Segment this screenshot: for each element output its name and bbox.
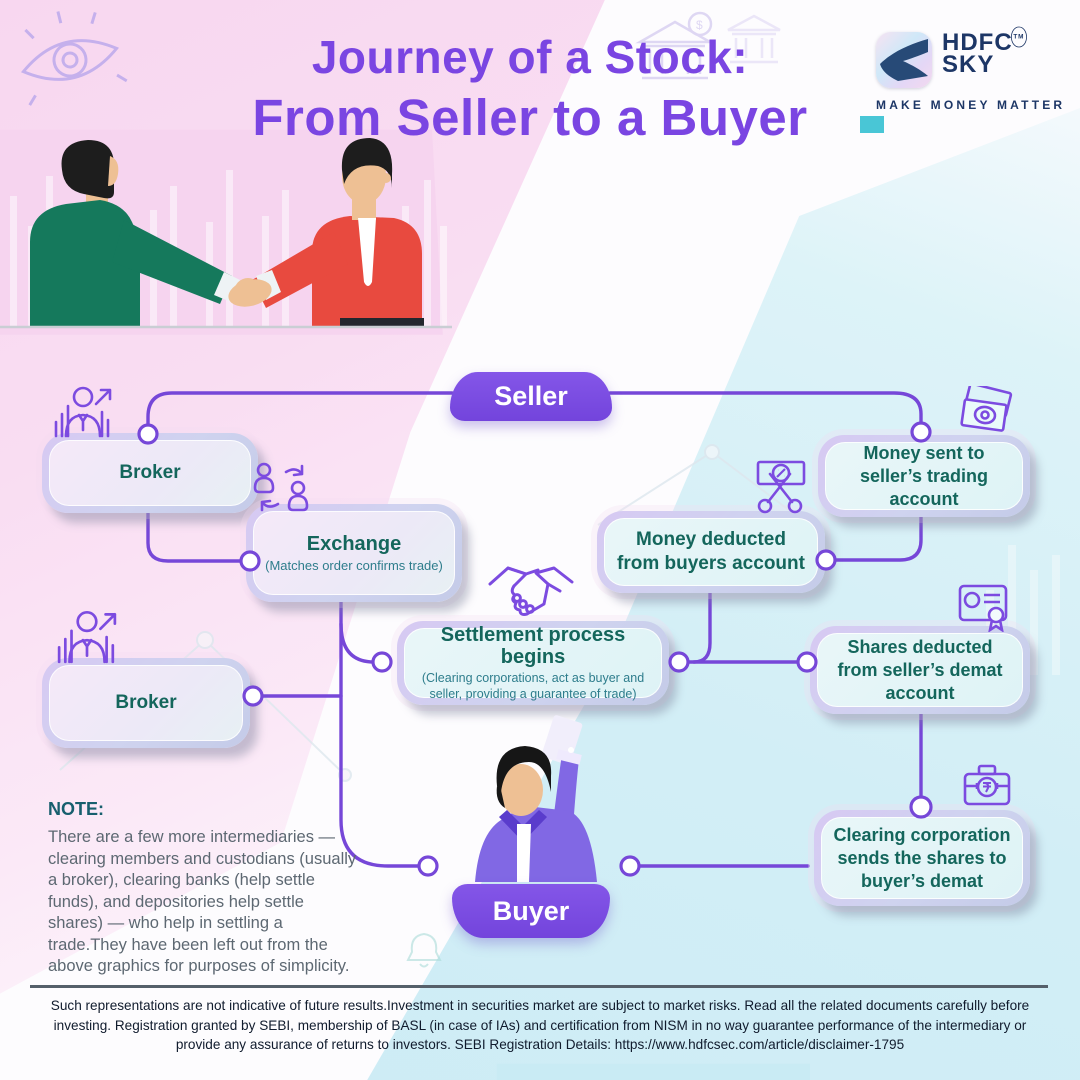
node-shares-deducted-label: Shares deducted from seller’s demat acco…	[837, 636, 1003, 703]
teal-accent-chip	[860, 116, 884, 133]
handshake-icon	[488, 566, 574, 616]
broker-person-icon-2	[57, 610, 117, 664]
node-broker-1: Broker	[42, 433, 258, 513]
note-body: There are a few more intermediaries — cl…	[48, 828, 357, 975]
briefcase-rupee-icon	[963, 764, 1011, 806]
node-settlement-label: Settlement process begins	[440, 624, 626, 668]
certificate-icon	[958, 584, 1008, 632]
node-clearing-corporation: Clearing corporation sends the shares to…	[814, 810, 1030, 906]
trademark-symbol: TM	[1011, 26, 1027, 48]
node-broker-1-label: Broker	[119, 462, 181, 483]
title-line2: From Seller to a Buyer	[252, 89, 808, 146]
hdfc-sky-logo-text: TM HDFC SKY	[942, 26, 1027, 77]
node-exchange: Exchange (Matches order confirms trade)	[246, 504, 462, 602]
node-broker-2-label: Broker	[115, 692, 177, 713]
note-heading: NOTE:	[48, 799, 104, 819]
svg-text:$: $	[696, 18, 703, 32]
buyer-pill: Buyer	[452, 884, 610, 938]
exchange-people-icon	[253, 462, 309, 512]
broker-person-icon	[54, 386, 112, 438]
handshake-illustration	[0, 138, 452, 329]
money-deduction-scissors-icon	[756, 460, 806, 514]
node-money-deducted-label: Money deducted from buyers account	[617, 529, 805, 574]
logo-tagline: MAKE MONEY MATTER	[876, 98, 1066, 112]
hdfc-sky-logo: TM HDFC SKY MAKE MONEY MATTER	[876, 26, 1066, 112]
money-notes-icon	[960, 386, 1013, 432]
node-money-sent: Money sent to seller’s trading account	[818, 435, 1030, 517]
footer-disclaimer: Such representations are not indicative …	[50, 998, 1030, 1052]
node-shares-deducted: Shares deducted from seller’s demat acco…	[810, 626, 1030, 714]
node-settlement: Settlement process begins (Clearing corp…	[397, 621, 669, 705]
node-money-deducted: Money deducted from buyers account	[597, 511, 825, 593]
node-money-sent-label: Money sent to seller’s trading account	[859, 442, 989, 509]
hdfc-sky-logo-icon	[876, 32, 932, 88]
node-settlement-subtitle: (Clearing corporations, act as buyer and…	[421, 671, 645, 701]
buyer-person-illustration	[475, 715, 597, 882]
node-exchange-label: Exchange	[306, 533, 402, 555]
title-line1: Journey of a Stock:	[311, 31, 749, 83]
node-clearing-corporation-label: Clearing corporation sends the shares to…	[833, 824, 1011, 891]
seller-pill: Seller	[450, 372, 612, 421]
node-exchange-subtitle: (Matches order confirms trade)	[265, 558, 443, 573]
node-broker-2: Broker	[42, 658, 250, 748]
buyer-figure	[228, 138, 424, 327]
footer-divider	[30, 985, 1048, 988]
